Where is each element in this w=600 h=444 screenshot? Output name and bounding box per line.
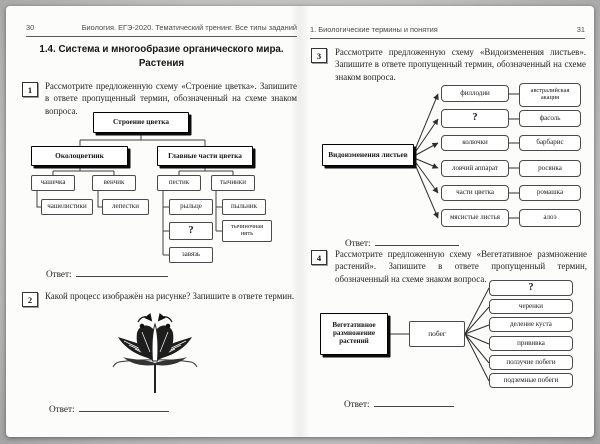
diagram1-question-box: ? <box>169 222 213 240</box>
diagram3-row4-type: части цветка <box>441 185 509 201</box>
diagram3-row1-example: фасоль <box>519 110 581 127</box>
diagram4-stem-box: побег <box>409 321 465 347</box>
pollination-arrow-right <box>157 312 173 323</box>
task3-text: Рассмотрите предложенную схему «Видоизме… <box>335 47 586 82</box>
diagram3-row5-example: алоэ <box>519 209 581 227</box>
task2-answer-label: Ответ: <box>49 404 75 414</box>
diagram1-stamens: тычинки <box>211 175 255 191</box>
flower-inner-hatching <box>141 331 169 353</box>
diagram1-main-parts: Главные части цветка <box>157 146 253 166</box>
diagram1-pistil: пестик <box>157 175 201 191</box>
diagram4-connectors <box>388 287 490 382</box>
flower-pistil <box>151 322 159 362</box>
diagram4-method-creeping-shoots: ползучие побеги <box>489 355 573 370</box>
diagram1-petals: лепестки <box>102 199 149 215</box>
diagram3-root: Видоизменения листьев <box>322 144 414 166</box>
task1-number: 1 <box>22 82 38 97</box>
diagram3-row3-type: ловчий аппарат <box>441 160 509 177</box>
task4-answer-label: Ответ: <box>344 399 370 409</box>
task4-text: Рассмотрите предложенную схему «Вегетати… <box>335 249 587 284</box>
task2-answer: Ответ: <box>49 402 169 414</box>
task3-answer: Ответ: <box>345 236 459 248</box>
task3-answer-label: Ответ: <box>345 238 371 248</box>
diagram4-method-bush-division: деление куста <box>489 317 573 332</box>
book-spine-shadow <box>290 6 310 437</box>
diagram4-question-box: ? <box>489 280 573 296</box>
running-header-left: Биология. ЕГЭ-2020. Тематический тренинг… <box>81 23 297 32</box>
diagram3-row2-type: колючки <box>441 135 509 151</box>
diagram1-filament: тычиночная нить <box>222 220 272 242</box>
task1-answer: Ответ: <box>46 267 168 279</box>
diagram4-method-underground-shoots: подземные побеги <box>489 373 573 388</box>
diagram3-row5-type: мясистые листья <box>441 209 509 227</box>
header-rule-left <box>26 36 297 37</box>
pollination-arrow-left <box>137 312 153 323</box>
task4-answer-line <box>373 397 454 407</box>
diagram1-anther: пыльник <box>222 199 266 215</box>
page-number-left: 30 <box>26 23 35 32</box>
diagram1-connectors <box>36 133 234 256</box>
task2-number: 2 <box>22 292 38 307</box>
flower-sepal-right <box>155 357 187 366</box>
task3-number: 3 <box>311 48 327 63</box>
task2-text: Какой процесс изображён на рисунке? Запи… <box>45 291 295 301</box>
diagram1-ovary: завязь <box>169 247 213 263</box>
diagram4-method-cuttings: черенки <box>489 299 573 314</box>
diagram1-corolla: венчик <box>92 175 136 191</box>
task1-text: Рассмотрите предложенную схему «Строение… <box>45 81 297 116</box>
running-header-right: 1. Биологические термины и понятия <box>310 25 438 34</box>
task4-answer: Ответ: <box>344 397 454 409</box>
page-number-right: 31 <box>576 25 585 34</box>
diagram3-question-box: ? <box>441 109 509 128</box>
task3-answer-line <box>374 236 459 246</box>
task1-answer-label: Ответ: <box>46 269 72 279</box>
flower-anther-left <box>139 323 145 329</box>
diagram1-root: Строение цветка <box>93 112 189 133</box>
diagram3-row2-example: барбарис <box>519 135 581 151</box>
diagram3-row3-example: росянка <box>519 160 581 177</box>
diagram3-arrows <box>413 93 519 219</box>
task2-answer-line <box>78 402 169 412</box>
task1-answer-line <box>75 267 168 277</box>
flower-illustration <box>112 312 198 393</box>
diagram4-root: Вегетативное размножение растений <box>320 313 388 355</box>
diagram3-row0-example: австралийская акация <box>519 83 581 107</box>
diagram4-method-grafting: прививка <box>489 336 573 351</box>
task4-number: 4 <box>311 250 327 265</box>
diagram1-calyx: чашечка <box>31 175 75 191</box>
section-title-line2: Растения <box>138 58 185 69</box>
diagram1-perianth: Околоцветник <box>31 146 128 166</box>
diagram1-sepals: чашелистики <box>41 199 93 215</box>
section-title-line1: 1.4. Система и многообразие органическог… <box>39 44 284 55</box>
diagram1-stigma: рыльце <box>169 199 213 215</box>
header-rule-right <box>310 38 585 39</box>
diagram3-row0-type: филлодии <box>441 85 509 102</box>
flower-anther-right <box>165 323 171 329</box>
diagram3-row4-example: ромашка <box>519 185 581 201</box>
flower-sepal-left <box>123 357 155 366</box>
